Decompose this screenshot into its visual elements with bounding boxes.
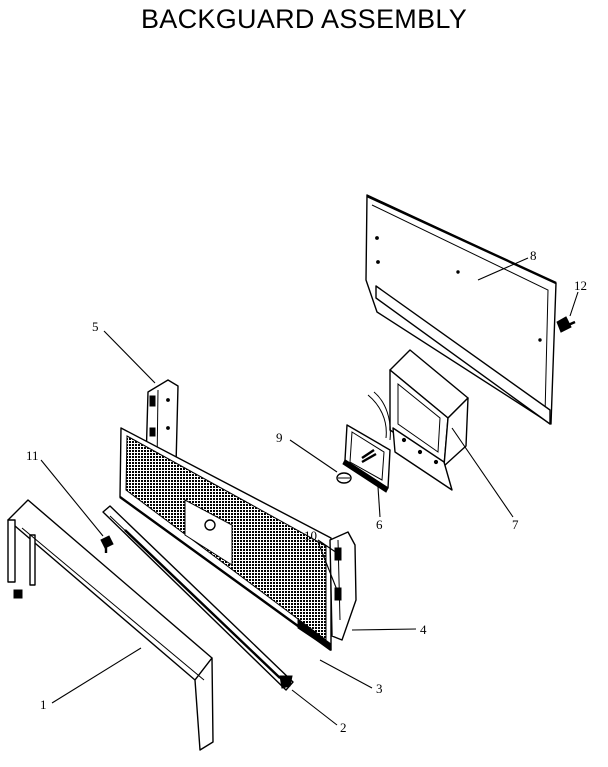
callout-1: 1 [40,697,47,712]
callout-10: 10 [304,528,317,543]
diagram-title: BACKGUARD ASSEMBLY [141,4,467,34]
callout-5: 5 [92,319,99,334]
knob-part-9 [336,472,352,484]
callout-9: 9 [276,430,283,445]
right-bracket-part-4 [329,531,357,641]
screw-part-11 [100,535,114,553]
trim-strip-part-2 [102,505,294,691]
control-panel-part-3 [119,427,332,651]
callout-12: 12 [574,278,587,293]
bracket-part-7 [389,349,469,491]
screw-part-12 [556,316,576,333]
end-trim-part-1 [7,499,214,751]
callout-8: 8 [530,248,537,263]
rear-panel-part-8 [365,194,557,425]
callout-11: 11 [26,448,39,463]
callout-4: 4 [420,622,427,637]
callout-7: 7 [512,517,519,532]
callout-2: 2 [340,720,347,735]
callout-labels: 1 2 3 4 5 6 7 8 9 10 11 12 [26,248,587,735]
clock-module-part-6 [342,391,391,493]
callout-6: 6 [376,517,383,532]
leader-lines [40,257,579,726]
callout-3: 3 [376,681,383,696]
